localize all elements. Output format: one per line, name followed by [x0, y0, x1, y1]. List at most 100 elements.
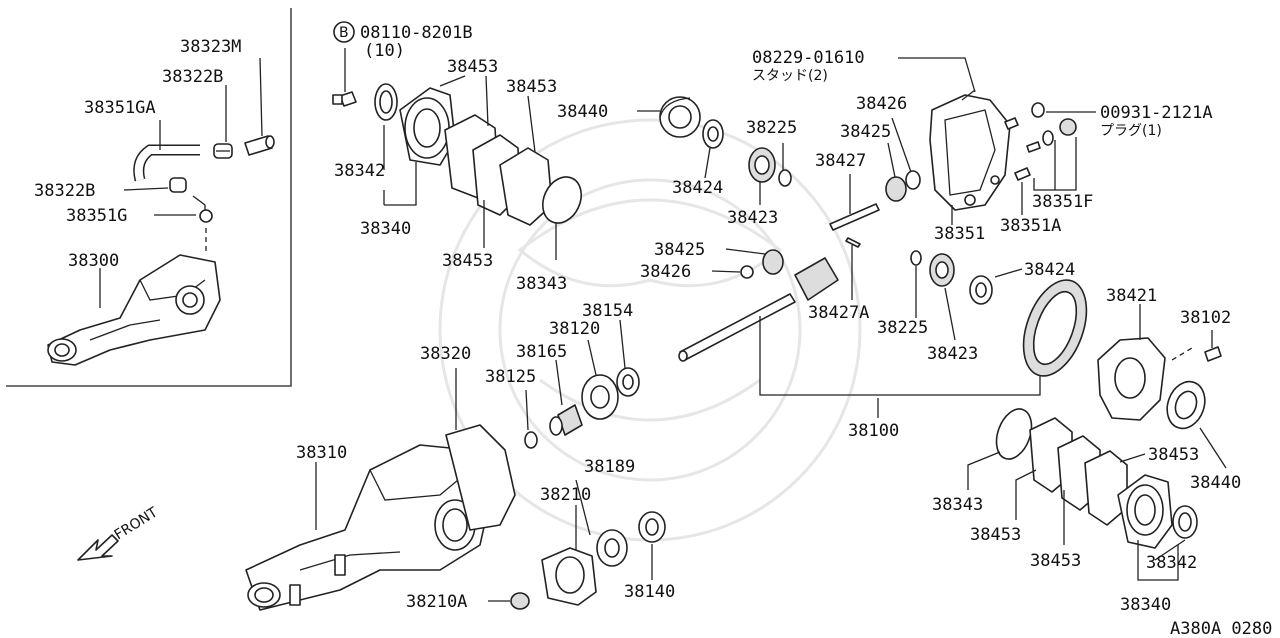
- drive-pinion-shaft[interactable]: [678, 257, 839, 362]
- leader-lines: [99, 48, 1227, 602]
- bearing-38189[interactable]: [596, 529, 628, 567]
- label-38210: 38210: [540, 485, 591, 505]
- label-38322B-top: 38322B: [162, 67, 223, 87]
- label-08110-8201B: 08110-8201B: [360, 23, 473, 43]
- washer-38225-mid[interactable]: [910, 250, 922, 266]
- label-38340-right: 38340: [1120, 595, 1171, 615]
- label-38423-mid: 38423: [927, 344, 978, 364]
- label-38140: 38140: [624, 582, 675, 602]
- label-38351G: 38351G: [66, 206, 127, 226]
- pinion-mate-38425-top[interactable]: [885, 176, 907, 202]
- label-08229-01610: 08229-01610: [752, 48, 865, 68]
- oil-seal-38210A[interactable]: [510, 592, 530, 610]
- label-38427A: 38427A: [808, 303, 869, 323]
- breather-hose[interactable]: [133, 144, 200, 182]
- label-38165: 38165: [516, 342, 567, 362]
- side-gear-38423-top[interactable]: [748, 147, 776, 183]
- cover-stud[interactable]: [1004, 117, 1019, 130]
- bearing-38440-top[interactable]: [659, 96, 701, 138]
- diff-rear-cover[interactable]: [929, 89, 1011, 211]
- label-00931-2121A: 00931-2121A: [1100, 103, 1213, 123]
- drain-plug[interactable]: [1031, 102, 1045, 118]
- part-labels: 38323M 38322B 38351GA 38322B 38351G 3830…: [34, 21, 1272, 638]
- diagram-code: A380A 0280: [1170, 619, 1272, 638]
- label-38225-mid: 38225: [877, 318, 928, 338]
- cover-bolt[interactable]: [332, 91, 357, 107]
- front-arrow-icon: [77, 534, 119, 561]
- cover-bolt-38351A[interactable]: [1014, 141, 1041, 181]
- thrust-washer-38424-mid[interactable]: [969, 275, 993, 305]
- label-38342-right: 38342: [1146, 553, 1197, 573]
- label-38102: 38102: [1180, 308, 1231, 328]
- lock-nut-38140[interactable]: [638, 511, 666, 543]
- washer-38125[interactable]: [524, 431, 538, 449]
- washer-38225-top[interactable]: [778, 169, 792, 187]
- label-38423-top: 38423: [727, 208, 778, 228]
- label-38425-top: 38425: [840, 122, 891, 142]
- lock-pin-38427A[interactable]: [845, 237, 861, 248]
- label-38453-right-2: 38453: [1030, 551, 1081, 571]
- label-38351A: 38351A: [1000, 216, 1061, 236]
- thrust-washer-38424-top[interactable]: [702, 119, 724, 149]
- label-38440-right: 38440: [1190, 473, 1241, 493]
- rear-diff-assembly-inset[interactable]: [47, 254, 221, 366]
- bearing-38120[interactable]: [581, 374, 619, 420]
- o-ring-right[interactable]: [990, 404, 1038, 464]
- side-retainer-left[interactable]: [399, 87, 456, 166]
- bearing-38440-right[interactable]: [1161, 376, 1211, 433]
- label-38421: 38421: [1106, 286, 1157, 306]
- label-38100: 38100: [848, 421, 899, 441]
- label-38453-right-3: 38453: [1148, 445, 1199, 465]
- washer-38426-mid[interactable]: [740, 265, 754, 279]
- side-retainer-right[interactable]: [1117, 474, 1173, 549]
- label-38425-mid: 38425: [654, 240, 705, 260]
- hose-clip-left[interactable]: [169, 177, 187, 193]
- label-38340-left: 38340: [360, 219, 411, 239]
- label-38225-top: 38225: [746, 118, 797, 138]
- label-38424-top: 38424: [672, 178, 723, 198]
- ring-gear-bolt[interactable]: [1204, 346, 1222, 362]
- label-38120: 38120: [549, 319, 600, 339]
- oil-seal-left[interactable]: [374, 83, 398, 121]
- label-38424-mid: 38424: [1024, 260, 1075, 280]
- hose-clip-top[interactable]: [213, 143, 233, 159]
- spacer-38165[interactable]: [549, 404, 583, 436]
- diff-case-38421[interactable]: [1097, 320, 1166, 421]
- breather-fitting[interactable]: [192, 195, 213, 223]
- filler-plug-38351F[interactable]: [1042, 118, 1077, 146]
- pinion-mate-38425-mid[interactable]: [762, 249, 784, 275]
- oil-seal-right[interactable]: [1172, 505, 1198, 539]
- label-plug-qty: プラグ(1): [1100, 123, 1162, 139]
- o-ring-left[interactable]: [536, 171, 589, 230]
- ring-gear[interactable]: [1012, 271, 1099, 384]
- label-38210A: 38210A: [406, 592, 467, 612]
- label-38453-c: 38453: [442, 251, 493, 271]
- diff-carrier-38310[interactable]: [245, 444, 491, 611]
- breather-pipe[interactable]: [244, 135, 275, 156]
- label-38453-b: 38453: [506, 77, 557, 97]
- label-38310: 38310: [296, 443, 347, 463]
- pinion-shaft-38427[interactable]: [829, 203, 880, 231]
- inset-frame: [6, 8, 292, 387]
- label-38320: 38320: [420, 344, 471, 364]
- pinion-housing-38210[interactable]: [541, 547, 597, 606]
- label-38323M: 38323M: [180, 37, 241, 57]
- washer-38426-top[interactable]: [905, 170, 921, 190]
- label-38342-left: 38342: [334, 161, 385, 181]
- label-38453-right-1: 38453: [970, 525, 1021, 545]
- label-38322B-left: 38322B: [34, 181, 95, 201]
- label-38453-a: 38453: [447, 57, 498, 77]
- bolt-dash: [1171, 347, 1193, 361]
- side-gear-38423-mid[interactable]: [929, 253, 955, 287]
- label-38343-right: 38343: [932, 495, 983, 515]
- label-38426-top: 38426: [856, 94, 907, 114]
- label-38427: 38427: [815, 151, 866, 171]
- label-38125: 38125: [485, 367, 536, 387]
- gasket-38320[interactable]: [445, 424, 516, 531]
- bolt-callout-circle: [333, 21, 355, 43]
- label-38343-left: 38343: [516, 274, 567, 294]
- label-bolt-qty: (10): [364, 41, 405, 61]
- washer-38154[interactable]: [616, 367, 640, 397]
- bolt-callout-letter: B: [339, 25, 349, 41]
